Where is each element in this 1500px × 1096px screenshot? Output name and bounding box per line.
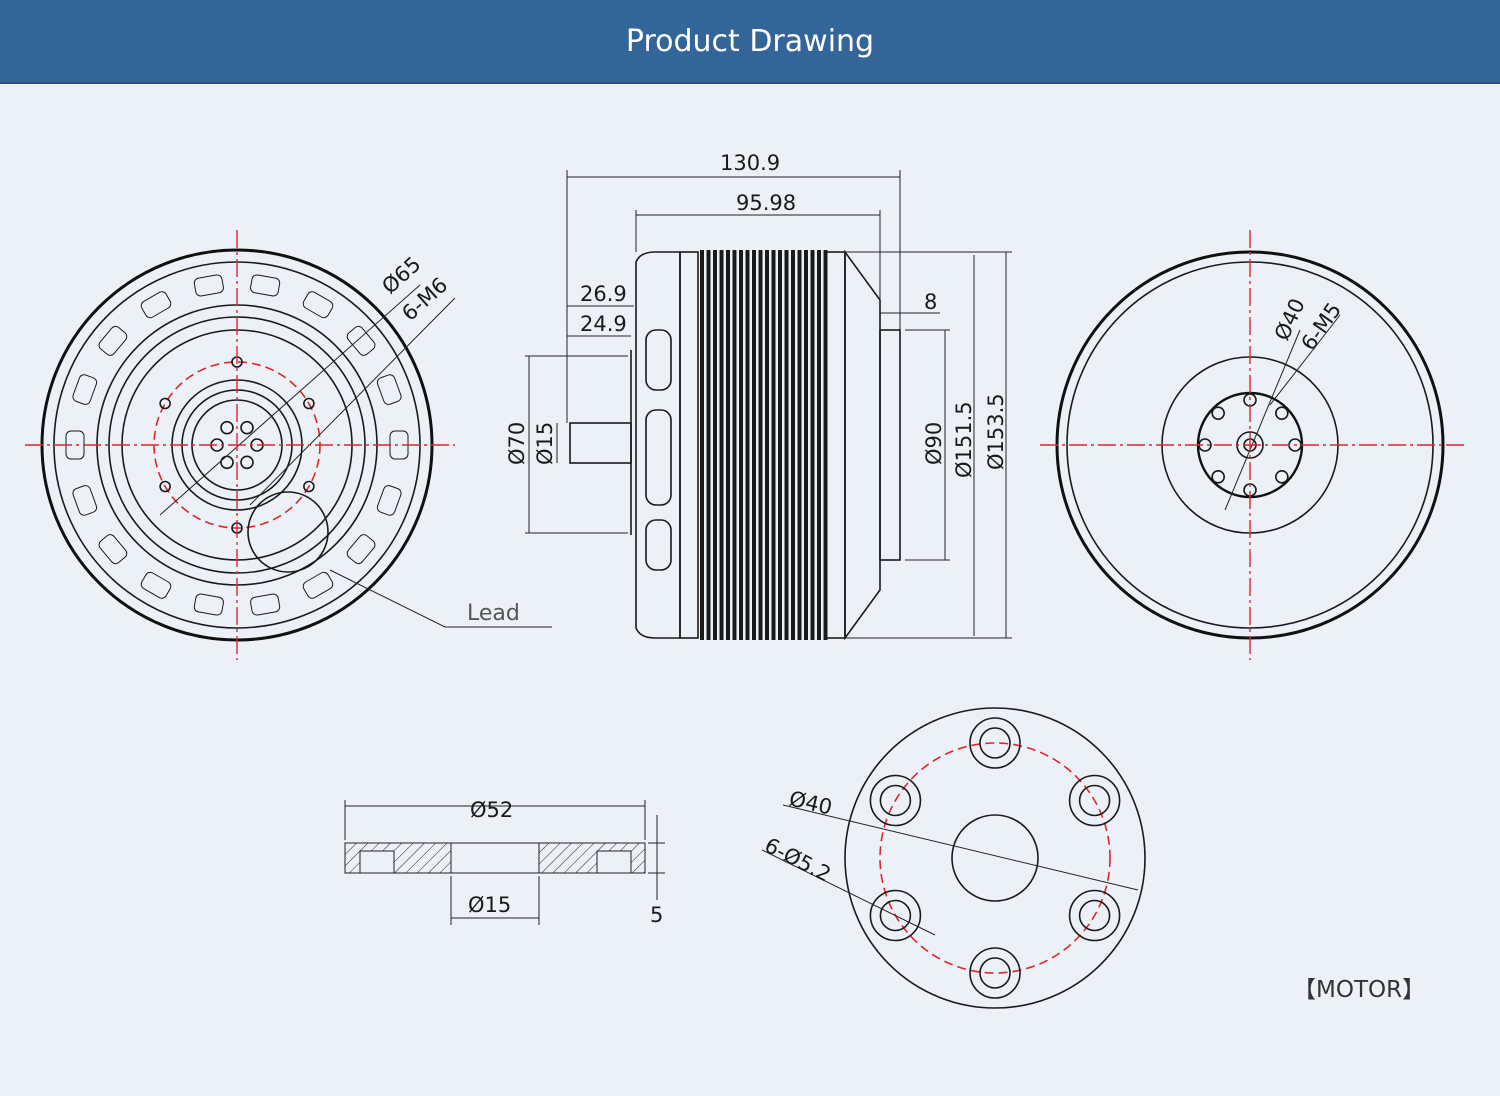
front-view: Ø65 6-M6 Lead [25, 230, 552, 660]
motor-label: 【MOTOR】 [1293, 977, 1425, 1003]
cooling-rib [719, 250, 724, 640]
lead-label: Lead [467, 601, 520, 626]
stator-slot [98, 534, 128, 565]
stator-slot [98, 325, 128, 356]
stator-slot [140, 291, 172, 319]
cooling-rib [791, 250, 795, 640]
mount-outer-dia-label: Ø52 [470, 798, 513, 822]
plate-hole [1078, 899, 1111, 932]
cooling-rib [817, 250, 821, 640]
plate-hole-boss [869, 774, 922, 827]
plate-pcd-label: Ø40 [787, 786, 835, 819]
cooling-rib [732, 250, 737, 640]
shaft-hole [220, 455, 234, 470]
mount-thickness-label: 5 [650, 903, 663, 927]
stator-slot [302, 291, 334, 319]
plate-hole [979, 727, 1011, 759]
rear-hole [1275, 406, 1289, 420]
mount-hole [159, 397, 171, 410]
mount-section: Ø52 Ø15 5 [344, 798, 665, 927]
plate-hole-boss [1068, 889, 1121, 942]
rear-hole [1211, 406, 1225, 420]
cooling-rib [713, 250, 717, 640]
shaft-hole [240, 420, 254, 435]
plate-holes-label: 6-Ø5.2 [761, 833, 835, 887]
stator-slot [376, 374, 402, 405]
rear-hole [1275, 470, 1289, 484]
stator-slot [140, 571, 172, 599]
dia-15-label: Ø15 [533, 422, 557, 465]
plate-hole-boss [1068, 774, 1121, 827]
cooling-rib [706, 250, 711, 640]
shaft-24-label: 24.9 [580, 312, 627, 336]
dia-153-label: Ø153.5 [984, 393, 1008, 470]
stator-slot [250, 274, 281, 297]
cooling-rib [752, 250, 756, 640]
plate-hole-boss [869, 889, 922, 942]
cooling-rib [778, 250, 782, 640]
stator-slot [72, 485, 98, 516]
stator-slot [346, 325, 376, 356]
side-view: 130.9 95.98 26.9 24.9 8 Ø70 Ø15 Ø90 Ø151… [505, 151, 1012, 641]
shaft-hole [240, 455, 254, 470]
rear-hole [1211, 470, 1225, 484]
stator-slot [250, 593, 281, 616]
plate-hole-boss [969, 717, 1021, 769]
mount-inner-dia-label: Ø15 [468, 893, 511, 917]
cooling-rib [797, 250, 802, 640]
stator-slot [193, 593, 224, 616]
cooling-rib [700, 250, 704, 640]
stator-slot [346, 534, 376, 565]
header-bar: Product Drawing [0, 0, 1500, 84]
shaft-hole [220, 420, 234, 435]
cooling-rib [765, 250, 769, 640]
page-title: Product Drawing [625, 23, 875, 59]
mount-hole [159, 480, 171, 493]
cooling-rib [810, 250, 815, 640]
shaft-26-label: 26.9 [580, 282, 627, 306]
cooling-rib [745, 250, 750, 640]
dia-90-label: Ø90 [922, 422, 946, 465]
plate-hole [979, 957, 1011, 989]
cooling-rib [758, 250, 763, 640]
rear-view: Ø40 6-M5 [1040, 230, 1468, 660]
cooling-rib [784, 250, 789, 640]
plate-hole [1078, 784, 1111, 817]
stator-slot [193, 274, 224, 297]
plate-hole [879, 899, 912, 932]
rear-boss-label: 8 [924, 290, 937, 314]
plate-hole-boss [969, 947, 1021, 999]
cooling-rib [771, 250, 776, 640]
mount-hole [303, 480, 315, 493]
plate-hole [879, 784, 912, 817]
dia-151-label: Ø151.5 [952, 401, 976, 478]
stator-slot [302, 571, 334, 599]
dia-70-label: Ø70 [505, 422, 529, 465]
cooling-rib [804, 250, 808, 640]
overall-length-label: 130.9 [720, 151, 780, 175]
stator-slot [376, 485, 402, 516]
body-length-label: 95.98 [736, 191, 796, 215]
cooling-rib [726, 250, 730, 640]
mount-plate: Ø40 6-Ø5.2 [761, 707, 1146, 1009]
cooling-rib [739, 250, 743, 640]
stator-slot [72, 374, 98, 405]
mount-hole [303, 397, 315, 410]
